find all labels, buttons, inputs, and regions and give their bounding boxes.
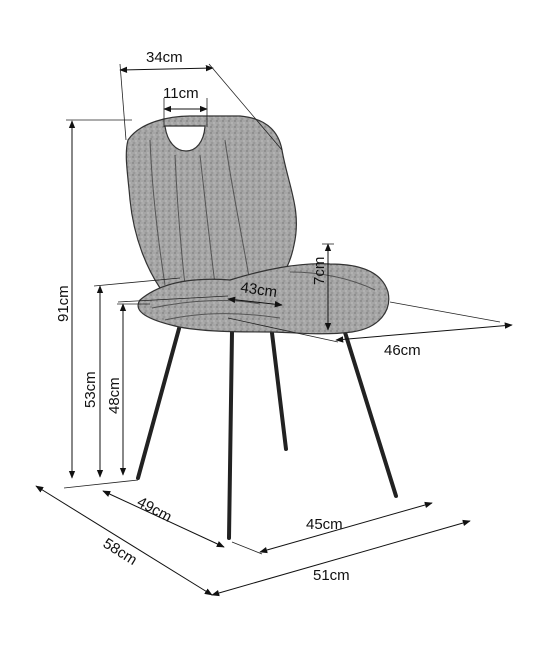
chair-handle-cutout bbox=[164, 125, 206, 152]
label-back-width: 34cm bbox=[146, 49, 183, 66]
label-leg-depth: 49cm bbox=[134, 494, 174, 526]
label-seat-width: 46cm bbox=[384, 342, 421, 359]
chair-leg-front-left bbox=[227, 330, 234, 540]
label-total-height: 91cm bbox=[55, 285, 72, 322]
dimension-labels: 34cm 11cm 91cm 7cm 43cm 46cm 53cm 48cm 4… bbox=[55, 49, 421, 584]
label-handle-width: 11cm bbox=[163, 85, 199, 102]
chair-leg-rear-left bbox=[136, 323, 182, 480]
label-leg-width: 45cm bbox=[306, 516, 343, 533]
label-seat-front-height: 53cm bbox=[82, 371, 99, 408]
chair-leg-front-right bbox=[341, 324, 398, 498]
chair-leg-rear-right bbox=[270, 331, 288, 451]
chair-backrest bbox=[125, 115, 297, 289]
label-overall-depth: 58cm bbox=[100, 535, 140, 569]
dimension-lines bbox=[35, 63, 513, 597]
label-backrest-drop: 7cm bbox=[311, 257, 328, 285]
label-seat-rear-height: 48cm bbox=[106, 377, 123, 414]
chair-illustration bbox=[125, 115, 398, 540]
label-overall-width: 51cm bbox=[313, 567, 350, 584]
backrest-stitching bbox=[149, 139, 251, 286]
label-seat-depth: 43cm bbox=[239, 279, 278, 301]
